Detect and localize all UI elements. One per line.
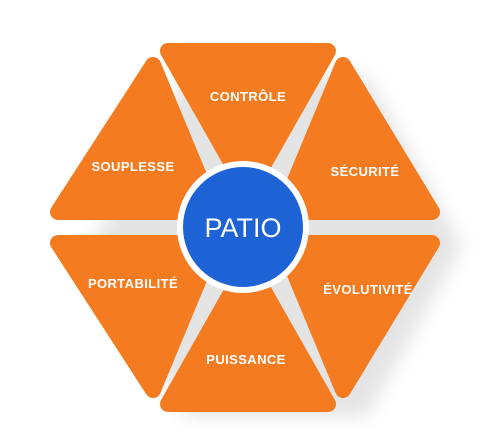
segment-label-top-left: SOUPLESSE	[91, 159, 174, 174]
center-circle	[183, 167, 303, 287]
segment-top-left	[50, 57, 222, 220]
segment-label-bottom-right: ÉVOLUTIVITÉ	[323, 282, 413, 297]
segment-label-bottom-left: PORTABILITÉ	[88, 276, 178, 291]
segment-top-right	[274, 57, 440, 220]
segment-bottom-left	[50, 235, 222, 398]
segment-group	[50, 43, 440, 412]
segment-bottom-right	[274, 235, 440, 398]
segment-bottom	[160, 255, 336, 412]
segment-top	[160, 43, 336, 200]
center-label: PATIO	[204, 213, 281, 243]
segment-label-top-right: SÉCURITÉ	[331, 164, 400, 179]
segment-label-top: CONTRÔLE	[210, 89, 286, 104]
segment-labels: CONTRÔLE SÉCURITÉ ÉVOLUTIVITÉ PUISSANCE …	[88, 89, 413, 367]
segment-label-bottom: PUISSANCE	[206, 352, 285, 367]
